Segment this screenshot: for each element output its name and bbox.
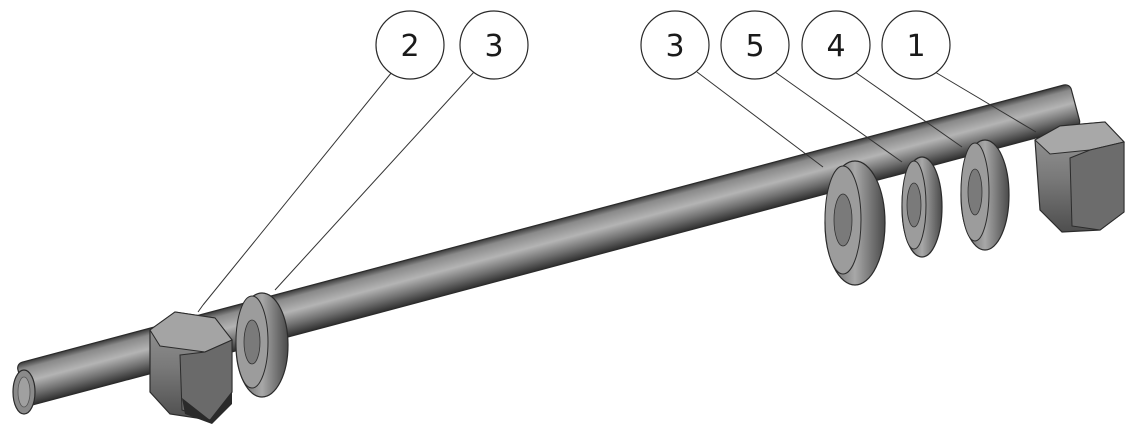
balloon-label: 3 [484, 29, 503, 64]
leader-b1 [203, 72, 392, 305]
balloon-item-3-right: 3 [641, 11, 709, 79]
balloon-label: 1 [906, 29, 925, 64]
balloon-label: 3 [665, 29, 684, 64]
washer-right-large [825, 161, 885, 285]
balloon-item-2: 2 [376, 11, 444, 79]
washer-right-small [902, 157, 942, 257]
hex-nut-right [1035, 122, 1124, 232]
balloon-item-4: 4 [802, 11, 870, 79]
leader-b3 [697, 72, 823, 167]
balloon-item-3-left: 3 [460, 11, 528, 79]
washer-right-medium [961, 140, 1009, 250]
washer-left [236, 293, 288, 397]
balloon-label: 5 [745, 29, 764, 64]
balloon-item-5: 5 [721, 11, 789, 79]
balloon-label: 2 [400, 29, 419, 64]
balloon-label: 4 [826, 29, 845, 64]
hex-nut-left [150, 312, 232, 424]
balloon-item-1: 1 [882, 11, 950, 79]
